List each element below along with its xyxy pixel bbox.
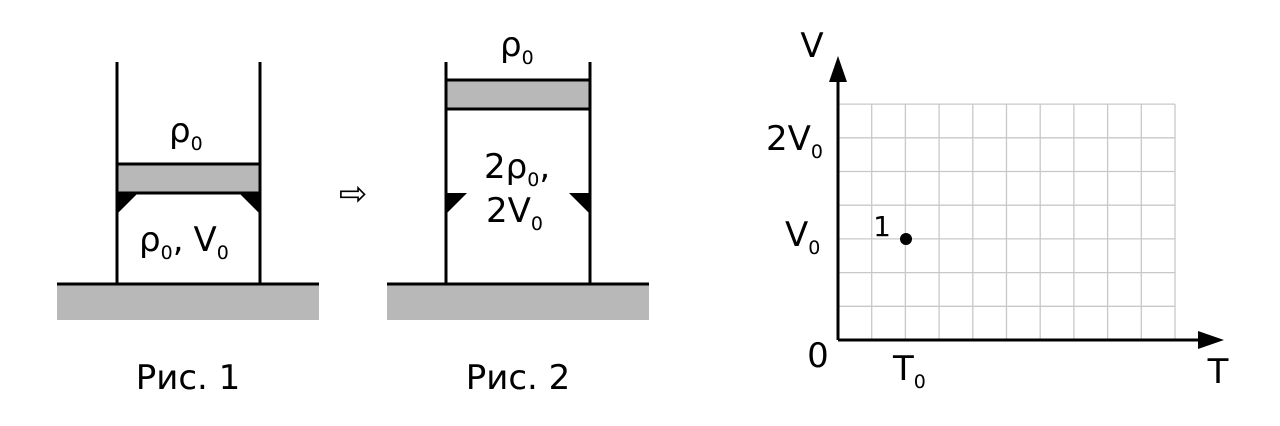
stop-left-1 (117, 193, 138, 214)
figure-1: ρ0 ρ0,V0 Рис. 1 (57, 62, 319, 398)
piston-2 (444, 78, 592, 111)
gas-pressure-label-2: 2ρ0, (484, 147, 550, 191)
gas-state-label-1: ρ0,V0 (139, 220, 229, 264)
y-tick-label-v0: V0 (785, 215, 820, 259)
stop-right-2 (569, 193, 590, 214)
ground-2 (387, 284, 649, 320)
x-axis-arrow-icon (1198, 331, 1224, 349)
piston-1 (115, 162, 262, 195)
transition-arrow-icon: ⇨ (339, 174, 368, 214)
x-tick-label-t0: T0 (892, 349, 926, 393)
caption-2: Рис. 2 (466, 358, 571, 398)
stop-right-1 (239, 193, 260, 214)
gas-volume-label-2: 2V0 (486, 191, 543, 235)
state-point-1 (900, 233, 912, 245)
outside-pressure-label-1: ρ0 (169, 111, 203, 155)
y-tick-label-2v0: 2V0 (766, 119, 823, 163)
graph-grid (838, 103, 1176, 340)
state-point-label: 1 (873, 210, 891, 243)
ground-1 (57, 284, 319, 320)
stop-left-2 (446, 193, 467, 214)
y-axis-label: V (800, 26, 823, 66)
origin-label: 0 (807, 336, 829, 376)
x-axis-label: T (1207, 352, 1229, 392)
figure-2: ρ0 2ρ0, 2V0 Рис. 2 (387, 25, 649, 398)
y-axis-arrow-icon (829, 56, 847, 82)
caption-1: Рис. 1 (136, 358, 241, 398)
vt-graph: V T 0 2V0 V0 T0 1 (766, 26, 1229, 393)
outside-pressure-label-2: ρ0 (500, 25, 534, 69)
